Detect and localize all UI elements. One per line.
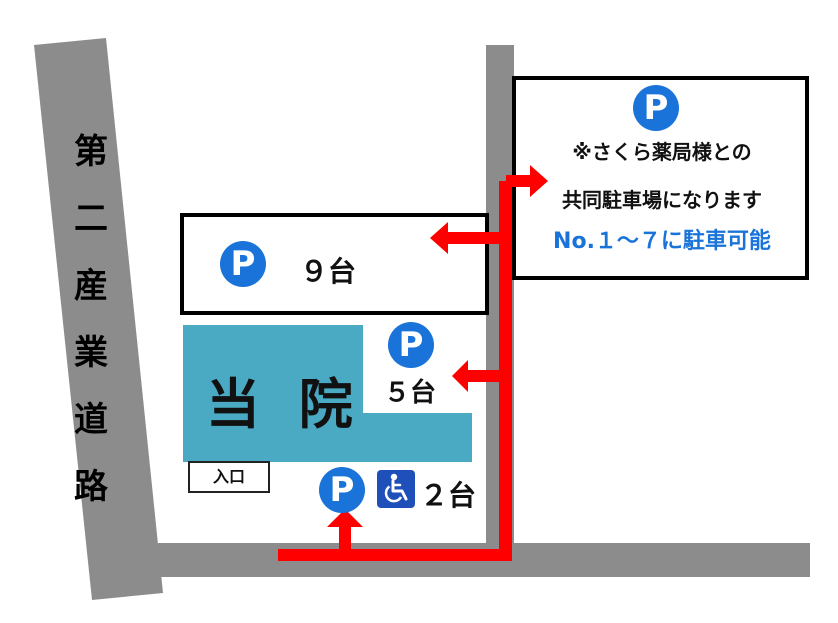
lot-count-5: ５台: [384, 378, 437, 408]
wheelchair-icon: [377, 470, 415, 508]
lot-count-2: ２台: [420, 479, 477, 512]
clinic-building: [183, 325, 472, 462]
parking-icon: P: [388, 322, 434, 368]
wheelchair-glyph: [384, 473, 408, 503]
road-name-char: 二: [74, 198, 108, 239]
road-name-char: 道: [74, 399, 108, 440]
lot-count-9: ９台: [300, 255, 357, 288]
shared-lot-note: ※さくら薬局様との: [572, 140, 752, 164]
clinic-label: 当 院: [206, 373, 363, 436]
road-name-char: 第: [74, 131, 108, 172]
shared-lot-description: 共同駐車場になります: [562, 188, 762, 212]
parking-icon: P: [319, 467, 365, 513]
road-name-char: 産: [74, 265, 108, 306]
parking-icon: P: [633, 85, 679, 131]
road-name-char: 路: [74, 466, 108, 507]
route-arrows: [278, 165, 548, 561]
second-industrial-road: [34, 38, 163, 600]
road-name: 第 二 産 業 道 路: [66, 118, 116, 520]
parking-icon: P: [220, 241, 266, 287]
shared-lot-spaces: No.１～７に駐車可能: [553, 229, 771, 254]
road-name-char: 業: [74, 332, 108, 373]
entrance-label: 入口: [188, 461, 270, 493]
